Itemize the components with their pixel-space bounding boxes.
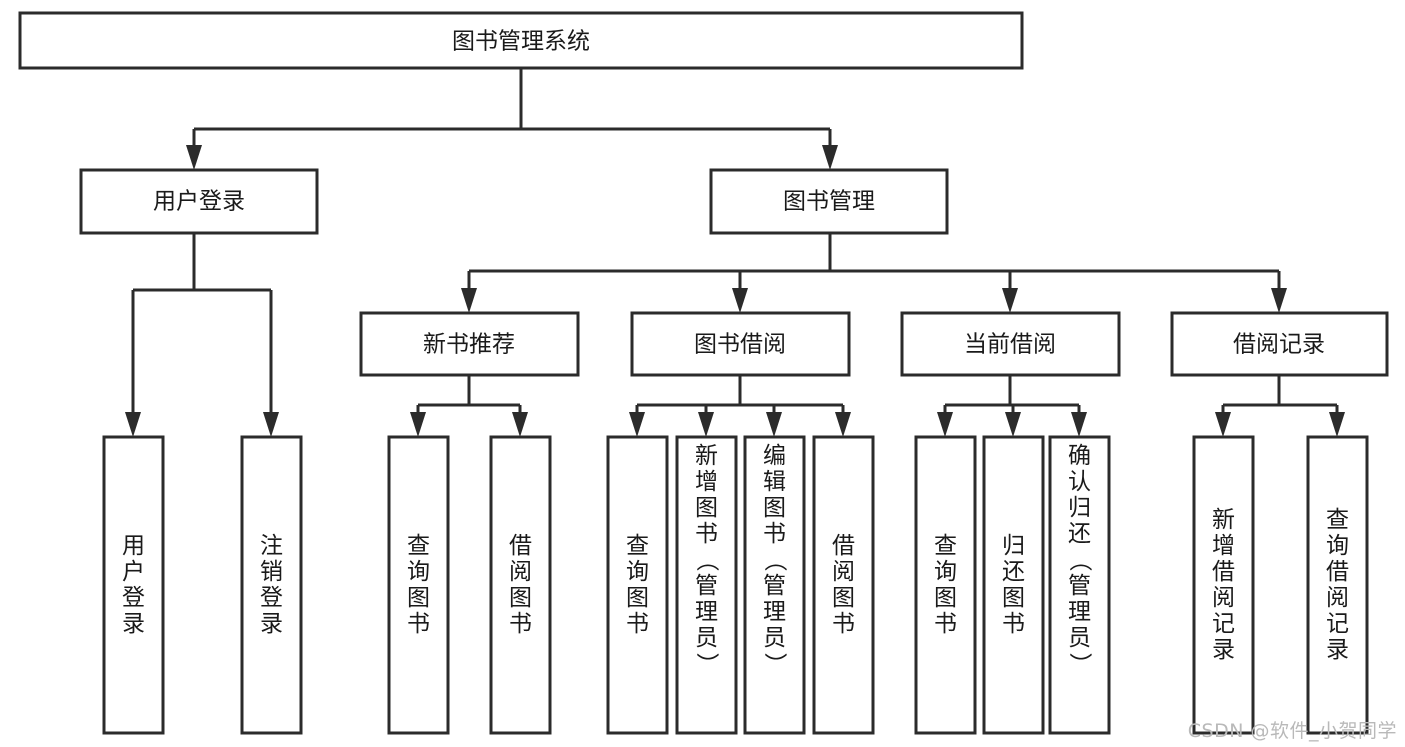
node-user-login-box[interactable] [79,168,319,235]
leaf-query-record-box[interactable] [1306,435,1369,735]
leaf-query-book-1-box[interactable] [387,435,450,735]
arrow-head-leaf-borrow-book-1 [512,412,528,437]
node-current-borrow-box[interactable] [900,311,1121,377]
leaf-add-record-box[interactable] [1192,435,1255,735]
node-new-book-rec[interactable]: 新书推荐 [359,311,580,377]
arrow-head-leaf-add-book [698,412,714,437]
leaf-confirm-return-box[interactable] [1048,435,1111,735]
node-new-book-rec-box[interactable] [359,311,580,377]
leaf-borrow-book-2-box[interactable] [812,435,875,735]
node-borrow-record-box[interactable] [1170,311,1389,377]
arrow-head-leaf-return-book [1005,412,1021,437]
node-current-borrow[interactable]: 当前借阅 [900,311,1121,377]
arrow-head-leaf-query-book-2 [629,412,645,437]
arrow-head-current-borrow [1002,288,1018,313]
node-new-book-rec-label: 新书推荐 [423,332,515,358]
leaf-user-login-box[interactable] [102,435,165,735]
node-book-manage-label: 图书管理 [783,189,875,215]
node-book-borrow-box[interactable] [630,311,851,377]
node-user-login[interactable]: 用户登录 [79,168,319,235]
node-root-label: 图书管理系统 [452,29,590,55]
arrow-head-leaf-query-book-3 [937,412,953,437]
node-user-login-label: 用户登录 [153,189,245,215]
leaf-user-logout-box[interactable] [240,435,303,735]
arrow-head-leaf-borrow-book-2 [835,412,851,437]
node-root-box[interactable] [18,11,1024,70]
arrow-head-leaf-query-book-1 [410,412,426,437]
leaf-query-book-3-box[interactable] [914,435,977,735]
arrow-head-leaf-user-login [125,412,141,437]
leaf-add-book-box[interactable] [675,435,738,735]
node-book-borrow[interactable]: 图书借阅 [630,311,851,377]
connectors-book-manage-to-level3 [461,233,1287,313]
arrow-head-book-borrow [732,288,748,313]
leaf-boxes [102,435,1369,735]
arrow-head-new-book-rec [461,288,477,313]
node-root[interactable]: 图书管理系统 [18,11,1024,70]
node-book-manage-box[interactable] [709,168,949,235]
leaf-return-book-box[interactable] [982,435,1045,735]
connectors-book-borrow-to-leaves [629,375,851,437]
connectors-current-borrow-to-leaves [937,375,1087,437]
arrow-head-leaf-edit-book [766,412,782,437]
connectors-borrow-record-to-leaves [1215,375,1345,437]
arrow-head-leaf-add-record [1215,412,1231,437]
arrow-head-leaf-user-logout [263,412,279,437]
leaf-edit-book-box[interactable] [743,435,806,735]
arrow-head-user-login [186,145,202,170]
node-book-borrow-label: 图书借阅 [694,332,786,358]
leaf-borrow-book-1-box[interactable] [489,435,552,735]
arrow-head-leaf-query-record [1329,412,1345,437]
leaf-query-book-2-box[interactable] [606,435,669,735]
connectors-user-login-to-leaves [125,233,279,437]
connectors-new-book-rec-to-leaves [410,375,528,437]
node-borrow-record-label: 借阅记录 [1233,332,1325,358]
arrow-head-book-manage [822,145,838,170]
arrow-head-leaf-confirm-return [1071,412,1087,437]
arrow-head-borrow-record [1271,288,1287,313]
node-book-manage[interactable]: 图书管理 [709,168,949,235]
node-current-borrow-label: 当前借阅 [964,332,1056,358]
node-borrow-record[interactable]: 借阅记录 [1170,311,1389,377]
connectors-root-to-level2 [186,68,838,170]
